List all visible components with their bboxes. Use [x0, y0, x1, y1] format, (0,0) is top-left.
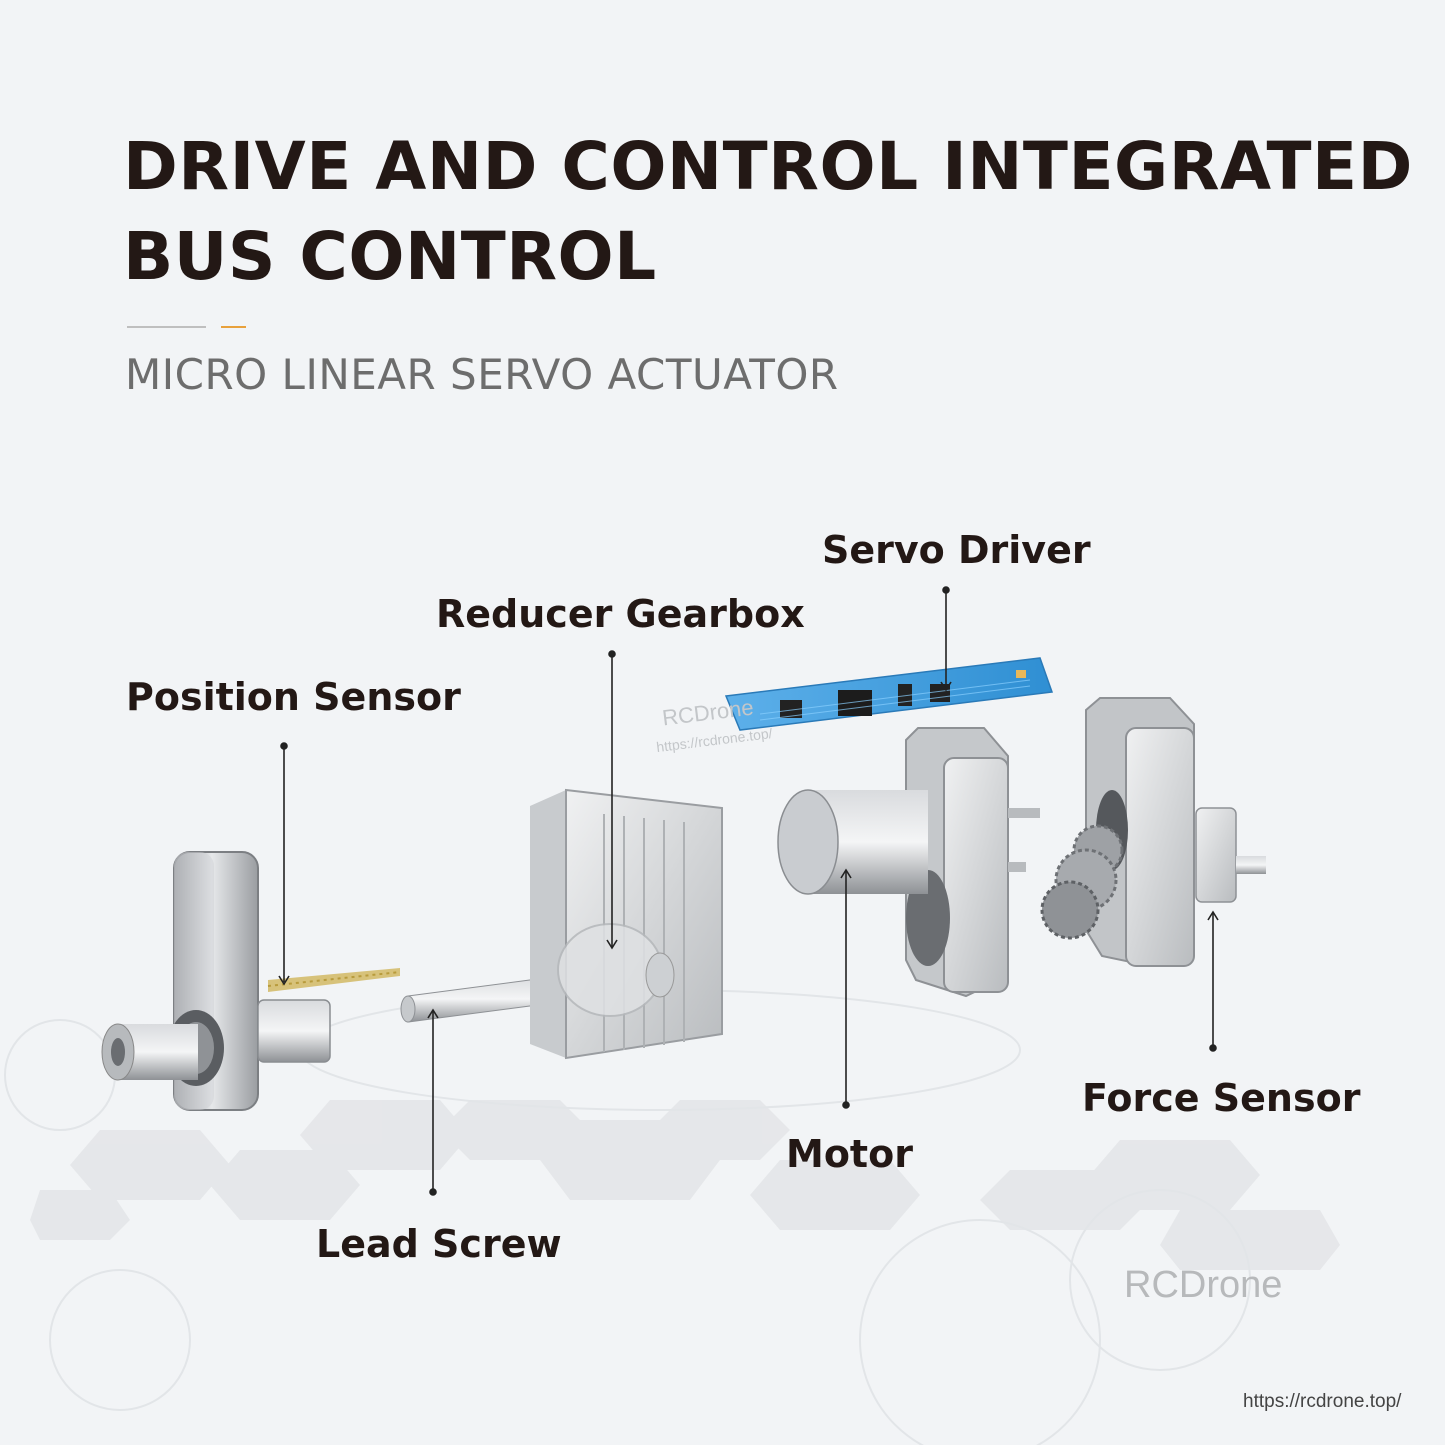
accent-rule	[221, 326, 246, 328]
footer-url: https://rcdrone.top/	[1243, 1391, 1402, 1412]
leader-arrowheads	[278, 681, 1219, 1019]
force-sensor-part	[1040, 697, 1266, 968]
leader-lines	[280, 586, 1217, 1196]
page-subtitle: MICRO LINEAR SERVO ACTUATOR	[125, 350, 839, 399]
label-motor: Motor	[786, 1132, 913, 1176]
page-title: DRIVE AND CONTROL INTEGRATED BUS CONTROL	[123, 122, 1413, 302]
position-sensor-part	[101, 851, 401, 1111]
lead-screw-part	[400, 975, 561, 1023]
title-line-1: DRIVE AND CONTROL INTEGRATED	[123, 128, 1413, 205]
servo-driver-pcb	[724, 657, 1054, 731]
label-force-sensor: Force Sensor	[1082, 1076, 1361, 1120]
hex-floor-pattern	[30, 1100, 1340, 1270]
reducer-gearbox-part	[530, 788, 723, 1060]
label-reducer-gearbox: Reducer Gearbox	[436, 592, 805, 636]
title-line-2: BUS CONTROL	[123, 218, 657, 295]
divider-rule	[127, 326, 206, 328]
label-position-sensor: Position Sensor	[126, 675, 461, 719]
label-servo-driver: Servo Driver	[822, 528, 1091, 572]
label-lead-screw: Lead Screw	[316, 1222, 562, 1266]
motor-part	[777, 727, 1040, 998]
watermark-brand-large: RCDrone	[1124, 1264, 1283, 1306]
